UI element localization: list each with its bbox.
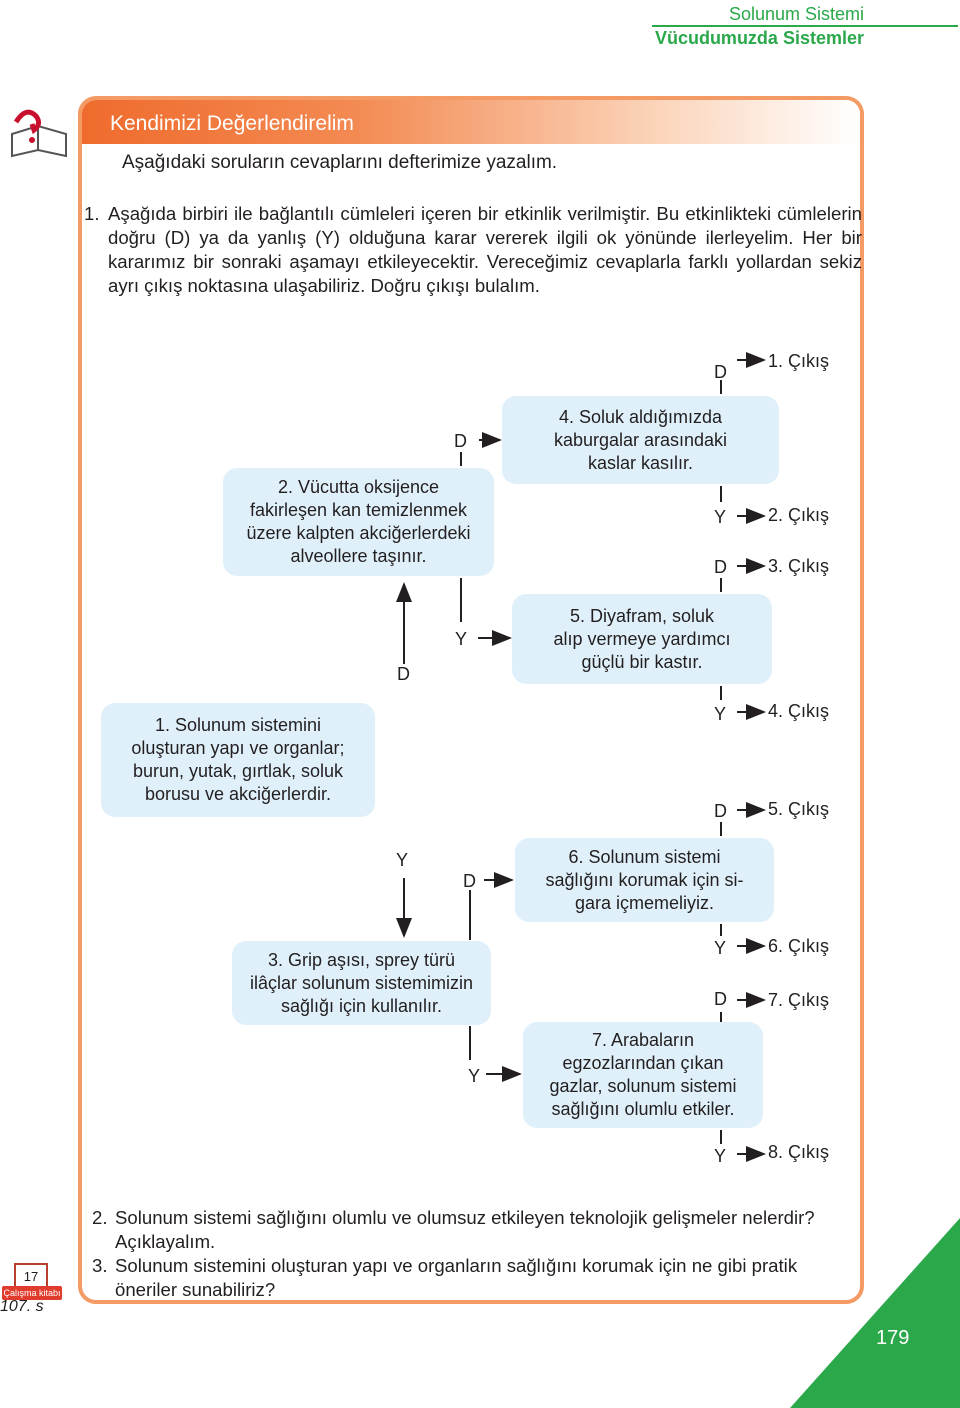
label-false: Y bbox=[714, 938, 727, 958]
statement-4-line: kaslar kasılır. bbox=[587, 452, 693, 473]
exit-8: 8. Çıkış bbox=[768, 1142, 830, 1162]
section-title: Kendimizi Değerlendirelim bbox=[110, 112, 354, 135]
header-subtitle: Solunum Sistemi bbox=[728, 4, 864, 24]
exit-5: 5. Çıkış bbox=[768, 799, 830, 819]
label-false: Y bbox=[714, 704, 727, 724]
statement-box-7: 7. Arabaların egzozlarından çıkan gazlar, … bbox=[523, 1022, 763, 1128]
label-false: Y bbox=[468, 1066, 481, 1086]
exit-6: 6. Çıkış bbox=[768, 936, 830, 956]
statement-7-line: sağlığını olumlu etkiler. bbox=[551, 1099, 735, 1119]
label-false: Y bbox=[714, 507, 727, 527]
label-false: Y bbox=[396, 850, 409, 870]
label-true: D bbox=[714, 557, 727, 577]
statement-7-line: egzozlarından çıkan bbox=[562, 1053, 724, 1073]
page-number: 179 bbox=[876, 1327, 910, 1349]
activity-frame bbox=[78, 96, 864, 1304]
label-false: Y bbox=[714, 1146, 727, 1166]
statement-6-line: sağlığını korumak için si- bbox=[545, 869, 744, 890]
statement-2-line: 2. Vücutta oksijence bbox=[277, 477, 440, 497]
statement-box-2: 2. Vücutta oksijence fakirleşen kan temiz… bbox=[223, 468, 494, 576]
statement-1-line: oluşturan yapı ve organlar; bbox=[131, 738, 345, 758]
statement-1-line: borusu ve akciğerlerdir. bbox=[144, 784, 332, 804]
label-true: D bbox=[463, 871, 476, 891]
section-banner bbox=[82, 100, 860, 144]
statement-2-line: alveollere taşınır. bbox=[290, 546, 427, 566]
statement-3-line: sağlığı için kullanılır. bbox=[280, 995, 443, 1016]
exit-4: 4. Çıkış bbox=[768, 701, 830, 721]
exit-1: 1. Çıkış bbox=[768, 351, 830, 371]
statement-2-line: fakirleşen kan temizlenmek bbox=[249, 500, 468, 520]
exit-3: 3. Çıkış bbox=[768, 556, 830, 576]
question-3-number: 3. bbox=[92, 1255, 108, 1276]
question-2: 2. Solunum sistemi sağlığını olumlu ve o… bbox=[92, 1206, 862, 1254]
exit-7: 7. Çıkış bbox=[768, 990, 830, 1010]
question-3: 3. Solunum sistemini oluşturan yapı ve o… bbox=[92, 1254, 862, 1302]
workbook-label: Çalışma kitabı bbox=[2, 1286, 62, 1300]
statement-5-line: 5. Diyafram, soluk bbox=[569, 605, 715, 626]
question-3-text: Solunum sistemini oluşturan yapı ve orga… bbox=[115, 1255, 798, 1300]
question-1-number: 1. bbox=[84, 203, 100, 224]
header-divider bbox=[652, 25, 958, 27]
statement-5-line: güçlü bir kastır. bbox=[581, 651, 703, 672]
label-true: D bbox=[714, 362, 727, 382]
statement-5-line: alıp vermeye yardımcı bbox=[553, 628, 731, 649]
statement-4-line: 4. Soluk aldığımızda bbox=[558, 406, 723, 427]
statement-1-line: burun, yutak, gırtlak, soluk bbox=[132, 761, 344, 781]
statement-7-line: gazlar, solunum sistemi bbox=[549, 1076, 737, 1096]
label-true: D bbox=[397, 664, 410, 684]
question-1: 1. Aşağıda birbiri ile bağlantılı cümlel… bbox=[84, 202, 862, 298]
statement-box-1: 1. Solunum sistemini oluşturan yapı ve or… bbox=[101, 703, 375, 817]
statement-3-line: ilâçlar solunum sistemimizin bbox=[249, 972, 474, 993]
label-true: D bbox=[454, 431, 467, 451]
statement-6-line: 6. Solunum sistemi bbox=[568, 846, 721, 867]
label-true: D bbox=[714, 989, 727, 1009]
question-2-text: Solunum sistemi sağlığını olumlu ve olum… bbox=[115, 1207, 815, 1252]
statement-6-line: gara içmemeliyiz. bbox=[574, 892, 715, 913]
label-false: Y bbox=[455, 629, 468, 649]
question-2-number: 2. bbox=[92, 1207, 108, 1228]
exit-2: 2. Çıkış bbox=[768, 505, 830, 525]
intro-text: Aşağıdaki soruların cevaplarını defterim… bbox=[122, 152, 558, 173]
more-questions: 2. Solunum sistemi sağlığını olumlu ve o… bbox=[92, 1206, 862, 1302]
statement-1-line: 1. Solunum sistemini bbox=[154, 715, 322, 735]
statement-3-line: 3. Grip aşısı, sprey türü bbox=[267, 949, 456, 970]
statement-2-line: üzere kalpten akciğerlerdeki bbox=[246, 523, 471, 543]
header-title: Vücudumuzda Sistemler bbox=[654, 28, 864, 48]
question-1-text: Aşağıda birbiri ile bağlantılı cümleleri… bbox=[108, 203, 862, 296]
statement-7-line: 7. Arabaların bbox=[591, 1030, 695, 1050]
workbook-page: 107. s bbox=[0, 1298, 44, 1315]
page-corner bbox=[790, 1218, 960, 1408]
statement-4-line: kaburgalar arasındaki bbox=[553, 429, 728, 450]
book-icon bbox=[8, 104, 70, 160]
label-true: D bbox=[714, 801, 727, 821]
